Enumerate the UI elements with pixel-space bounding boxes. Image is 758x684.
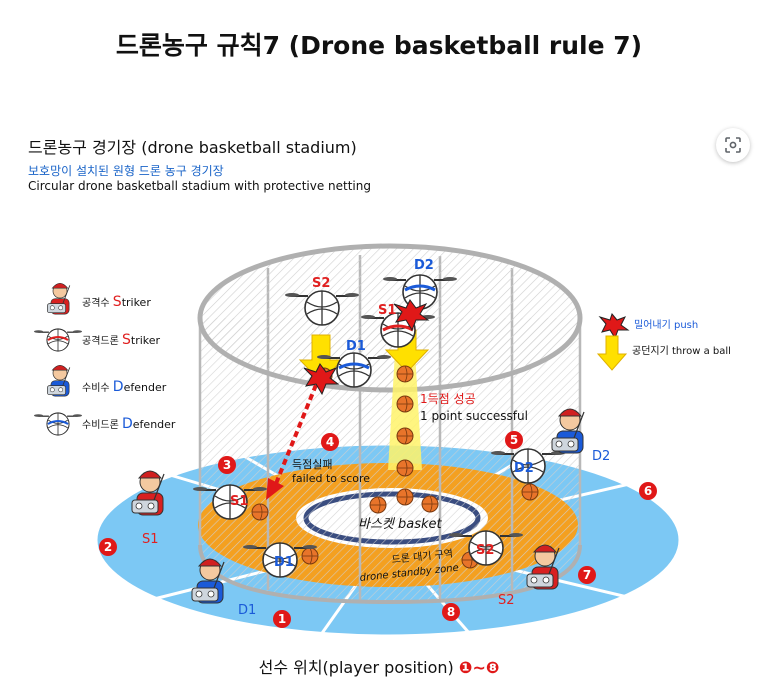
svg-text:공던지기 throw a ball: 공던지기 throw a ball (632, 345, 731, 357)
position-badge-5: 5 (505, 431, 523, 449)
stadium-subtitle-korean: 보호망이 설치된 원형 드론 농구 경기장 (28, 164, 224, 178)
push-mark (393, 299, 430, 332)
position-badge-8: 8 (442, 603, 460, 621)
fail-label-korean: 득점실패 (292, 458, 332, 471)
svg-text:5: 5 (510, 433, 518, 447)
throw-arrow-center (384, 329, 430, 373)
ball (396, 459, 414, 477)
player-label-s1: S1 (142, 532, 159, 547)
image-search-button[interactable] (716, 128, 750, 162)
ball (301, 547, 319, 565)
success-label-korean: 1득점 성공 (420, 392, 476, 406)
player-label-d1: D1 (238, 603, 256, 618)
ball (396, 365, 414, 383)
legend-striker-drone: 공격드론 Striker (33, 328, 161, 352)
position-badge-4: 4 (321, 433, 339, 451)
push-icon (598, 312, 630, 340)
svg-text:공격수 Striker: 공격수 Striker (82, 294, 151, 310)
svg-text:공격드론 Striker: 공격드론 Striker (82, 332, 161, 348)
svg-text:8: 8 (447, 605, 455, 619)
ball (251, 503, 269, 521)
position-badge-7: 7 (578, 566, 596, 584)
caption-range: ❶~❽ (458, 658, 500, 677)
legend-throw: 공던지기 throw a ball (596, 335, 731, 371)
svg-text:1: 1 (278, 612, 286, 626)
player-label-d2: D2 (592, 449, 610, 464)
svg-text:수비드론 Defender: 수비드론 Defender (82, 416, 176, 432)
position-badge-1: 1 (273, 610, 291, 628)
drone-label-d2: D2 (414, 258, 434, 273)
svg-text:7: 7 (583, 568, 591, 582)
throw-arrow-icon (596, 335, 628, 371)
stadium-title: 드론농구 경기장 (drone basketball stadium) (28, 138, 357, 157)
ball (396, 395, 414, 413)
page-title: 드론농구 규칙7 (Drone basketball rule 7) (115, 31, 643, 60)
failed-shot-arrow (273, 384, 318, 487)
svg-text:4: 4 (326, 435, 334, 449)
legend-defender-player: 수비수 Defender (46, 364, 167, 397)
drone-label-s1-standby: S1 (230, 494, 248, 509)
player-position-caption: 선수 위치(player position) ❶~❽ (0, 654, 758, 678)
drone-label-d1-standby: D1 (274, 555, 294, 570)
position-badge-6: 6 (639, 482, 657, 500)
svg-text:밀어내기 push: 밀어내기 push (634, 319, 698, 331)
svg-text:수비수 Defender: 수비수 Defender (82, 379, 167, 395)
legend-push: 밀어내기 push (598, 312, 698, 340)
position-badge-2: 2 (99, 538, 117, 556)
drone-label-s2-standby: S2 (476, 543, 494, 558)
drone-label-d1: D1 (346, 339, 366, 354)
svg-text:6: 6 (644, 484, 652, 498)
success-label-english: 1 point successful (420, 409, 528, 423)
position-badge-3: 3 (218, 456, 236, 474)
ball (521, 483, 539, 501)
fail-label-english: failed to score (292, 472, 370, 485)
lens-icon (725, 137, 741, 153)
drone-label-s2: S2 (312, 276, 330, 291)
player-label-s2: S2 (498, 593, 515, 608)
ball (396, 488, 414, 506)
legend-striker-player: 공격수 Striker (46, 282, 151, 315)
ball (421, 495, 439, 513)
legend-defender-drone: 수비드론 Defender (33, 412, 176, 436)
push-mark (303, 363, 340, 396)
basket-label: 바스켓 basket (358, 517, 443, 532)
stadium-subtitle-english: Circular drone basketball stadium with p… (28, 179, 371, 193)
caption-text: 선수 위치(player position) (258, 658, 454, 677)
drone-label-d2-standby: D2 (514, 461, 534, 476)
drone-label-s1: S1 (378, 303, 396, 318)
ball (396, 427, 414, 445)
svg-text:3: 3 (223, 458, 231, 472)
svg-text:2: 2 (104, 540, 112, 554)
ball (369, 496, 387, 514)
